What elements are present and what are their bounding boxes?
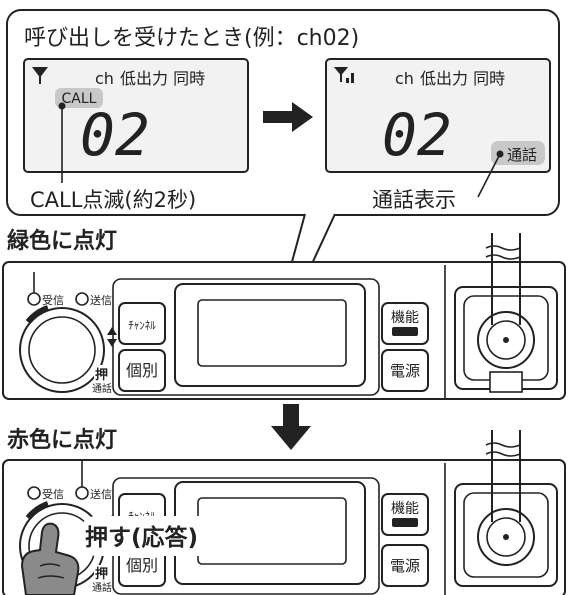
- knob-arc-mark: [25, 305, 50, 324]
- call-badge: CALL: [62, 91, 97, 107]
- up-triangle-icon: [107, 327, 117, 335]
- receive-led-icon: [27, 486, 41, 500]
- radio-panel-top: 受信 送信 押 通話 ﾁｬﾝﾈﾙ 個別 機能 電源: [2, 233, 566, 400]
- power-button-label: 電源: [390, 362, 420, 380]
- talk-badge: 通話: [507, 146, 537, 164]
- push-label: 押: [95, 566, 108, 582]
- talk-leader-line: [477, 153, 501, 198]
- talk-label: 通話: [92, 382, 112, 395]
- function-button-label: 機能: [391, 501, 419, 517]
- push-label: 押: [95, 367, 108, 383]
- send-led-icon: [75, 292, 89, 306]
- green-lit-label: 緑色に点灯: [7, 228, 117, 254]
- arrow-right-icon: [263, 102, 313, 132]
- arrow-down-icon: [271, 404, 311, 450]
- power-button[interactable]: [381, 349, 429, 392]
- talk-badge-bg: [491, 141, 545, 165]
- lcd-after: ch 低出力 同時 02 通話: [325, 58, 551, 173]
- lcd-before: ch 低出力 同時 CALL 02: [23, 58, 249, 173]
- caption-talk-display: 通話表示: [372, 188, 456, 212]
- press-answer-label: 押す(応答): [85, 524, 198, 551]
- callout-title: 呼び出しを受けたとき(例：ch02): [24, 26, 359, 51]
- pressing-hand-icon: [20, 522, 80, 595]
- mic-clip: [489, 371, 523, 393]
- led-send-label: 送信: [90, 293, 112, 307]
- individual-button-label: 個別: [126, 556, 158, 575]
- down-triangle-icon: [107, 339, 117, 347]
- led-receive-label: 受信: [42, 488, 64, 501]
- lcd-after-channel: 02: [382, 101, 452, 169]
- power-button[interactable]: [381, 544, 429, 587]
- channel-button-label: ﾁｬﾝﾈﾙ: [128, 319, 156, 332]
- lcd-before-ch: ch: [95, 69, 114, 88]
- press-label-bg: [80, 516, 270, 556]
- lcd-after-status: 低出力 同時: [420, 69, 505, 88]
- red-lit-label: 赤色に点灯: [7, 427, 117, 453]
- signal-strength-icon: [333, 67, 354, 83]
- lcd-after-ch: ch: [395, 69, 414, 88]
- key-lock-icon: [392, 518, 418, 527]
- led-receive-label: 受信: [42, 294, 64, 307]
- lcd-before-status: 低出力 同時: [120, 69, 205, 88]
- lcd-before-frame: [23, 58, 249, 173]
- antenna-icon: [32, 67, 48, 84]
- function-button-label: 機能: [391, 310, 419, 326]
- lcd-before-channel: 02: [80, 101, 150, 169]
- individual-button[interactable]: [118, 349, 166, 392]
- front-bezel: [112, 278, 380, 396]
- power-button-label: 電源: [390, 557, 420, 575]
- knob-arc-mark: [25, 501, 50, 520]
- lcd-screen: [197, 299, 347, 367]
- send-led-icon: [75, 486, 89, 500]
- callout: 呼び出しを受けたとき(例：ch02) ch 低出力 同時 CALL 02 ch: [6, 9, 560, 351]
- individual-button-label: 個別: [126, 361, 158, 380]
- cord-break-icon: [485, 442, 521, 457]
- channel-button[interactable]: [118, 302, 166, 345]
- radio-panel-bottom: 受信 送信 押 通話 ﾁｬﾝﾈﾙ 個別 機能 電源 押す(応答): [2, 430, 566, 595]
- caption-call-blink: CALL点滅(約2秒): [30, 188, 196, 212]
- led-send-label: 送信: [90, 487, 112, 501]
- call-badge-bg: [55, 88, 103, 108]
- talk-label: 通話: [92, 581, 112, 594]
- cord-break-icon: [485, 245, 521, 260]
- receive-led-icon: [27, 292, 41, 306]
- key-lock-icon: [392, 327, 418, 336]
- knob-inner-ring: [28, 316, 96, 384]
